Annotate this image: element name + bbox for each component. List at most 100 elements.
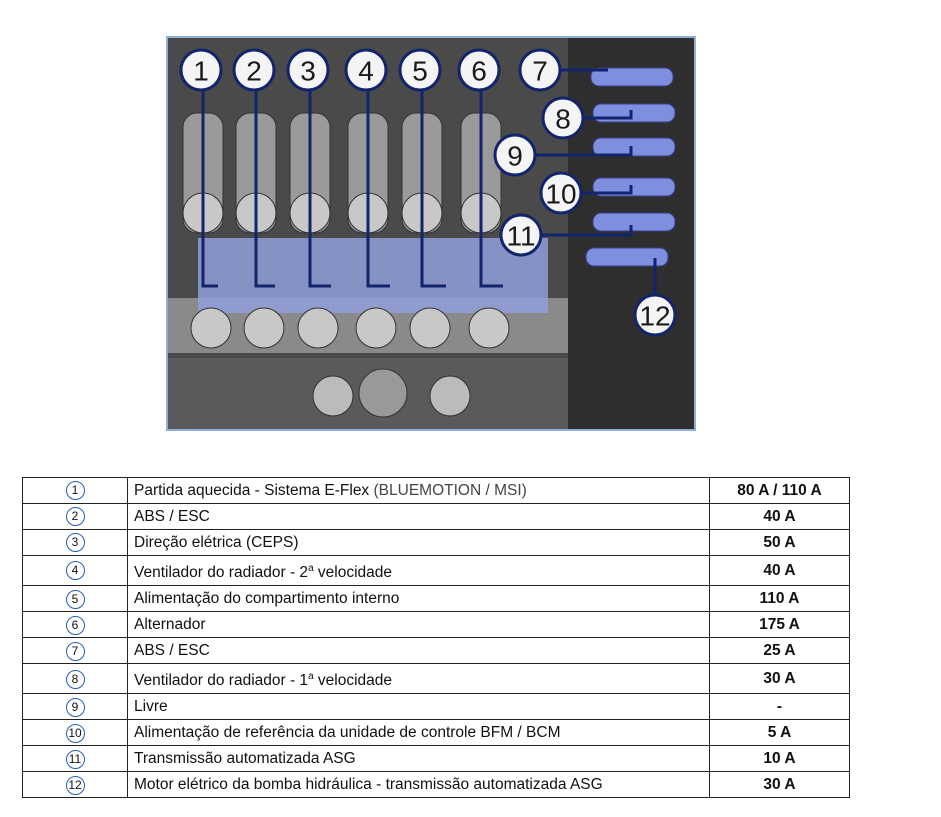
callout-leader-line bbox=[254, 91, 275, 288]
fuse-number-cell: 8 bbox=[22, 663, 128, 695]
fuse-description: Partida aquecida - Sistema E-Flex bbox=[134, 482, 374, 499]
fuse-description-cell: Alternador bbox=[127, 611, 710, 639]
callout-10: 10 bbox=[539, 171, 583, 215]
callout-leader-line bbox=[479, 91, 503, 288]
fuse-amperage: 110 A bbox=[709, 585, 850, 613]
callout-leader-line bbox=[584, 110, 633, 120]
fuse-description-cell: Direção elétrica (CEPS) bbox=[127, 529, 710, 556]
fuse-description: ABS / ESC bbox=[134, 508, 210, 525]
fuse-description-cell: Livre bbox=[127, 693, 710, 721]
blade-fuse bbox=[590, 67, 674, 87]
table-row: 4 Ventilador do radiador - 2a velocidade… bbox=[22, 554, 850, 587]
callout-8: 8 bbox=[541, 96, 585, 140]
callout-leader-line bbox=[542, 225, 633, 237]
fuse-description-cell: Partida aquecida - Sistema E-Flex (BLUEM… bbox=[127, 477, 710, 504]
fuse-number-badge: 12 bbox=[65, 775, 85, 795]
fuse-number-cell: 2 bbox=[22, 503, 128, 530]
fuse-description-cell: Alimentação de referência da unidade de … bbox=[127, 719, 710, 747]
table-row: 8 Ventilador do radiador - 1a velocidade… bbox=[22, 663, 850, 695]
fuse-amperage: 40 A bbox=[709, 554, 850, 587]
fuse-amperage: 5 A bbox=[709, 719, 850, 747]
table-row: 10 Alimentação de referência da unidade … bbox=[22, 719, 850, 747]
table-row: 7 ABS / ESC 25 A bbox=[22, 637, 850, 665]
fuse-number-cell: 3 bbox=[22, 529, 128, 556]
fuse-amperage: 30 A bbox=[709, 771, 850, 799]
callout-number: 2 bbox=[246, 56, 262, 87]
callout-leader-line bbox=[536, 146, 633, 157]
callout-number: 12 bbox=[639, 301, 670, 332]
fuse-description-cell: Transmissão automatizada ASG bbox=[127, 745, 710, 773]
fuse-description-cell: Ventilador do radiador - 2a velocidade bbox=[127, 554, 710, 587]
callout-number: 1 bbox=[193, 56, 209, 87]
fuse-number-badge: 9 bbox=[65, 697, 85, 717]
callout-1: 1 bbox=[179, 48, 223, 92]
fuse-description: Livre bbox=[134, 698, 168, 716]
fuse-description: Direção elétrica (CEPS) bbox=[134, 534, 299, 551]
table-row: 11 Transmissão automatizada ASG 10 A bbox=[22, 745, 850, 773]
busbar-bolt bbox=[190, 307, 232, 349]
callout-11: 11 bbox=[499, 213, 543, 257]
callout-number: 11 bbox=[506, 221, 535, 252]
blade-fuse bbox=[585, 247, 669, 267]
table-row: 1 Partida aquecida - Sistema E-Flex (BLU… bbox=[22, 477, 850, 504]
callout-9: 9 bbox=[493, 133, 537, 177]
fuse-number-cell: 12 bbox=[22, 771, 128, 799]
fuse-number-badge: 2 bbox=[65, 507, 85, 527]
fuse-amperage: 10 A bbox=[709, 745, 850, 773]
fuse-amperage: 30 A bbox=[709, 663, 850, 695]
busbar-blue bbox=[198, 238, 548, 313]
callout-number: 6 bbox=[471, 56, 487, 87]
fuse-number-cell: 6 bbox=[22, 611, 128, 639]
fuse-amperage: 80 A / 110 A bbox=[709, 477, 850, 504]
fuse-amperage: 175 A bbox=[709, 611, 850, 639]
callout-leader-line bbox=[366, 91, 390, 288]
callout-number: 5 bbox=[412, 56, 428, 87]
fuse-description: Alimentação de referência da unidade de … bbox=[134, 724, 561, 742]
callout-leader-line bbox=[308, 91, 331, 288]
blade-fuse bbox=[592, 137, 676, 157]
fuse-number-badge: 10 bbox=[65, 723, 85, 743]
callout-number: 8 bbox=[555, 104, 571, 135]
fuse-amperage: - bbox=[709, 693, 850, 721]
table-row: 2 ABS / ESC 40 A bbox=[22, 503, 850, 530]
fuse-description-cell: Motor elétrico da bomba hidráulica - tra… bbox=[127, 771, 710, 799]
bottom-bolts bbox=[312, 368, 471, 418]
fuse-description-cell: Ventilador do radiador - 1a velocidade bbox=[127, 663, 710, 695]
fuse-description: Ventilador do radiador - 1 bbox=[134, 672, 309, 690]
fuse-number-cell: 1 bbox=[22, 477, 128, 504]
busbar-bolt bbox=[409, 307, 451, 349]
fuse-number-cell: 7 bbox=[22, 637, 128, 665]
fuse-number-badge: 1 bbox=[65, 481, 85, 501]
fuse-description-note: (BLUEMOTION / MSI) bbox=[373, 482, 527, 499]
busbar-bolt bbox=[243, 307, 285, 349]
fuse-description-cell: ABS / ESC bbox=[127, 637, 710, 665]
fuse-number-cell: 9 bbox=[22, 693, 128, 721]
fuse-number-badge: 11 bbox=[65, 749, 85, 769]
callout-3: 3 bbox=[286, 48, 330, 92]
callout-7: 7 bbox=[518, 48, 562, 92]
fuse-number-cell: 5 bbox=[22, 585, 128, 613]
callout-5: 5 bbox=[398, 48, 442, 92]
fuse-description: Ventilador do radiador - 2 bbox=[134, 564, 309, 582]
blade-fuse bbox=[592, 212, 676, 232]
fuse-amperage: 25 A bbox=[709, 637, 850, 665]
busbar-bolt bbox=[297, 307, 339, 349]
callout-number: 7 bbox=[532, 56, 548, 87]
fuse-description-suffix: velocidade bbox=[313, 672, 393, 690]
fuse-description: Transmissão automatizada ASG bbox=[134, 750, 356, 768]
table-row: 5 Alimentação do compartimento interno 1… bbox=[22, 585, 850, 613]
fuse-description: ABS / ESC bbox=[134, 642, 210, 660]
callout-leader-line bbox=[201, 91, 218, 288]
fuse-number-cell: 11 bbox=[22, 745, 128, 773]
fuse-description: Motor elétrico da bomba hidráulica - tra… bbox=[134, 776, 603, 794]
ordinal-superscript: a bbox=[308, 671, 314, 683]
fuse-number-cell: 4 bbox=[22, 554, 128, 587]
callout-12: 12 bbox=[633, 293, 677, 337]
callout-6: 6 bbox=[457, 48, 501, 92]
callout-4: 4 bbox=[344, 48, 388, 92]
callout-number: 4 bbox=[358, 56, 374, 87]
fuse-description-cell: Alimentação do compartimento interno bbox=[127, 585, 710, 613]
fuse-description: Alimentação do compartimento interno bbox=[134, 590, 400, 608]
